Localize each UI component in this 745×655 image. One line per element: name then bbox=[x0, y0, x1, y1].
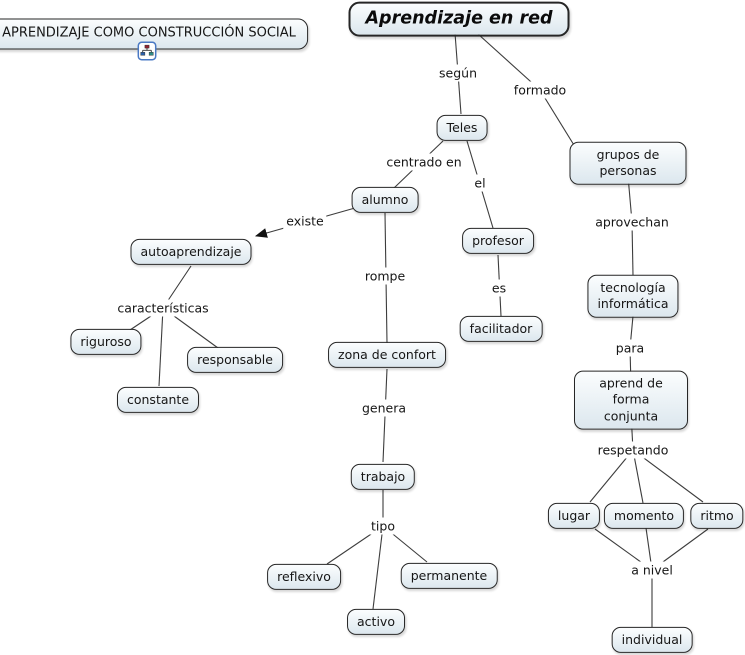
link-label-rompe[interactable]: rompe bbox=[361, 267, 409, 285]
concept-map-icon[interactable] bbox=[137, 41, 157, 61]
concept-reflexivo[interactable]: reflexivo bbox=[267, 563, 341, 591]
edge-respetando-ritmo bbox=[632, 449, 704, 503]
edge-aprovechan-tecnologia bbox=[631, 221, 634, 276]
concept-teles[interactable]: Teles bbox=[436, 114, 488, 142]
concept-aprendizaje-en-red[interactable]: Aprendizaje en red bbox=[348, 1, 570, 37]
concept-facilitador[interactable]: facilitador bbox=[459, 315, 543, 343]
concept-constante[interactable]: constante bbox=[116, 386, 200, 414]
link-label-tipo[interactable]: tipo bbox=[368, 517, 398, 535]
concept-individual[interactable]: individual bbox=[611, 626, 693, 654]
edge-formado-grupos bbox=[539, 89, 578, 151]
link-label-formado[interactable]: formado bbox=[510, 81, 570, 99]
concept-profesor[interactable]: profesor bbox=[462, 227, 534, 255]
concept-alumno[interactable]: alumno bbox=[351, 186, 419, 214]
concept-zona-de-confort[interactable]: zona de confort bbox=[328, 341, 446, 369]
concept-autoaprendizaje[interactable]: autoaprendizaje bbox=[130, 238, 252, 266]
concept-grupos-de-personas[interactable]: grupos de personas bbox=[569, 141, 687, 185]
edge-respetando-lugar bbox=[589, 449, 634, 503]
edge-title-formado bbox=[477, 33, 541, 91]
link-label-es[interactable]: es bbox=[488, 279, 510, 297]
link-label-para[interactable]: para bbox=[612, 339, 648, 357]
edge-tipo-activo bbox=[372, 525, 384, 610]
link-label-caracteristicas[interactable]: características bbox=[114, 299, 212, 317]
link-label-respetando[interactable]: respetando bbox=[594, 441, 672, 459]
concept-ritmo[interactable]: ritmo bbox=[690, 502, 744, 530]
concept-responsable[interactable]: responsable bbox=[187, 346, 283, 374]
concept-momento[interactable]: momento bbox=[603, 502, 685, 530]
concept-activo[interactable]: activo bbox=[347, 608, 405, 636]
link-label-existe[interactable]: existe bbox=[283, 212, 327, 230]
concept-riguroso[interactable]: riguroso bbox=[70, 328, 142, 356]
link-label-segun[interactable]: según bbox=[436, 64, 480, 82]
concept-aprend-de-forma-conjunta[interactable]: aprend de forma conjunta bbox=[574, 370, 688, 430]
link-label-aprovechan[interactable]: aprovechan bbox=[592, 213, 672, 231]
concept-tecnologia-informatica[interactable]: tecnología informática bbox=[587, 274, 679, 318]
link-label-centrado-en[interactable]: centrado en bbox=[383, 153, 465, 171]
link-label-a-nivel[interactable]: a nivel bbox=[628, 561, 676, 579]
concept-trabajo[interactable]: trabajo bbox=[350, 463, 416, 491]
concept-permanente[interactable]: permanente bbox=[400, 562, 498, 590]
edge-respetando-momento bbox=[632, 449, 644, 504]
concept-lugar[interactable]: lugar bbox=[547, 502, 601, 530]
edge-caracteristicas-constante bbox=[158, 307, 164, 387]
link-label-genera[interactable]: genera bbox=[358, 399, 410, 417]
link-label-el[interactable]: el bbox=[471, 174, 489, 192]
